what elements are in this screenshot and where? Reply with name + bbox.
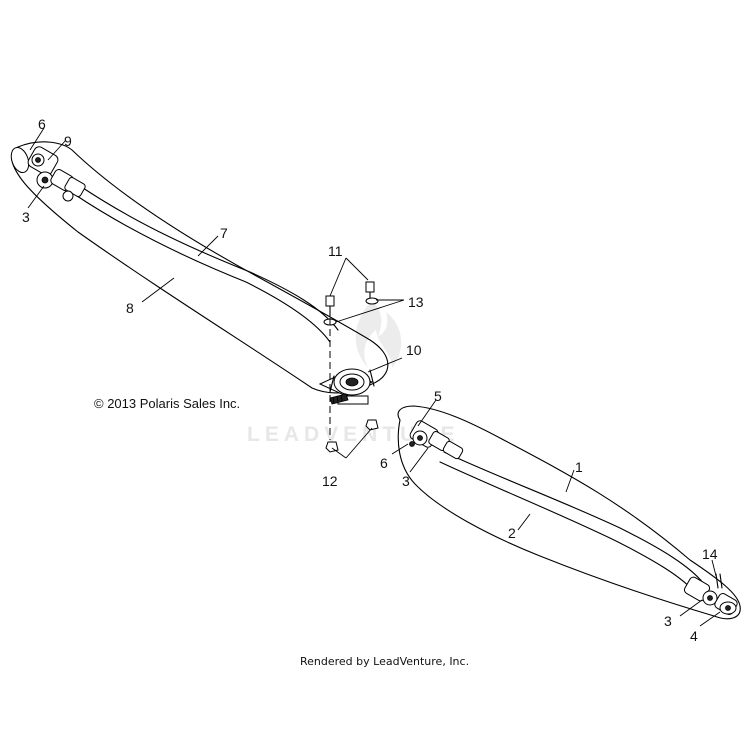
callout-6-upper: 6 <box>38 116 46 132</box>
rendered-by-text: Rendered by LeadVenture, Inc. <box>300 655 469 668</box>
callout-3-middle: 3 <box>402 473 410 489</box>
copyright-text: © 2013 Polaris Sales Inc. <box>94 396 240 411</box>
front-shaft-tube-lower <box>73 193 331 343</box>
callout-3-upper: 3 <box>22 209 30 225</box>
rear-rear-u-joint <box>683 573 738 615</box>
nuts-12 <box>325 419 379 453</box>
callout-10: 10 <box>406 342 422 358</box>
callout-13: 13 <box>408 294 424 310</box>
front-shaft-outline <box>11 141 389 394</box>
carrier-bearing <box>318 368 375 405</box>
callout-8: 8 <box>126 300 134 316</box>
callout-3-lower: 3 <box>664 613 672 629</box>
leader-lines <box>27 127 721 627</box>
front-u-joint <box>27 146 86 202</box>
rear-shaft-tube-upper <box>443 451 705 585</box>
rear-front-u-joint <box>409 420 464 460</box>
front-shaft-end-cap <box>10 146 30 174</box>
callout-12: 12 <box>322 473 338 489</box>
watermark: LEADVENTURE <box>247 300 460 446</box>
callout-5: 5 <box>434 388 442 404</box>
callout-1: 1 <box>575 459 583 475</box>
rear-prop-shaft <box>397 405 741 620</box>
callout-4: 4 <box>690 628 698 644</box>
callout-2: 2 <box>508 525 516 541</box>
rear-shaft-tube-lower <box>439 461 697 595</box>
callout-7: 7 <box>220 225 228 241</box>
callout-14: 14 <box>702 546 718 562</box>
watermark-text: LEADVENTURE <box>247 423 460 446</box>
bolts-11 <box>325 281 375 317</box>
callout-6-lower: 6 <box>380 455 388 471</box>
callout-11: 11 <box>328 243 343 259</box>
callout-9: 9 <box>64 133 72 149</box>
callout-labels: 6 9 3 7 8 11 13 10 12 5 6 3 1 2 14 3 4 <box>22 116 718 644</box>
front-shaft-tube-upper <box>79 185 339 331</box>
front-prop-shaft <box>10 141 389 394</box>
watermark-flame-icon <box>355 300 402 368</box>
rear-shaft-outline <box>397 405 741 620</box>
